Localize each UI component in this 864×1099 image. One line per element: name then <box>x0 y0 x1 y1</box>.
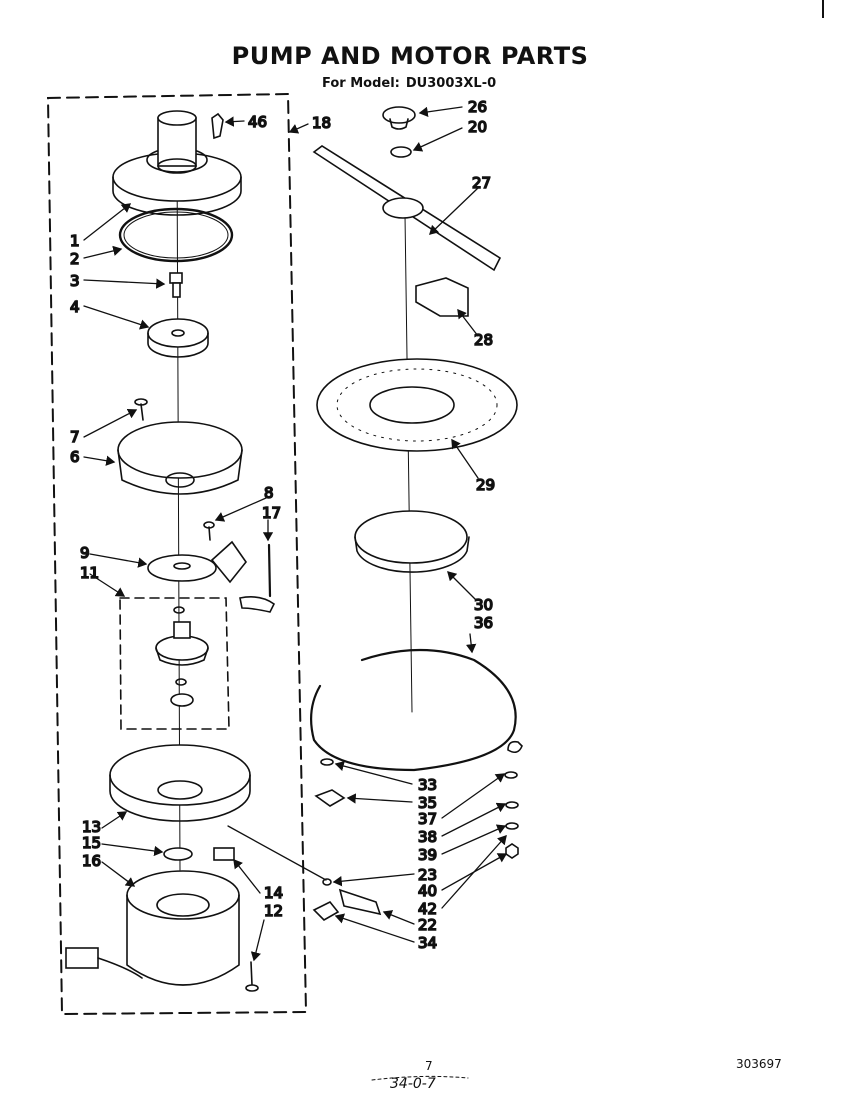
part-46-clip <box>211 112 224 140</box>
callout-20: 20 <box>468 118 487 136</box>
callout-18: 18 <box>312 114 331 132</box>
callout-42: 42 <box>418 900 437 918</box>
callout-13: 13 <box>82 818 101 836</box>
assembly-11-outline <box>119 597 230 730</box>
assembly-18-outline <box>46 92 308 1016</box>
page-number: 7 <box>425 1059 433 1073</box>
part-7-screw <box>134 398 148 421</box>
callout-37: 37 <box>418 810 437 828</box>
fastener-stack-37-42 <box>504 740 523 859</box>
part-14-bracket <box>213 847 235 861</box>
callout-7: 7 <box>70 428 80 446</box>
part-1-pump-cover <box>112 110 242 216</box>
page-title: PUMP AND MOTOR PARTS <box>231 42 589 70</box>
part-11-chopper-assembly <box>155 606 209 707</box>
part-23-o-ring <box>322 878 332 886</box>
corner-mark <box>822 0 824 18</box>
callout-6: 6 <box>70 448 80 466</box>
callout-34: 34 <box>418 934 437 952</box>
callout-23: 23 <box>418 866 437 884</box>
part-22-thermostat <box>338 888 382 916</box>
model-prefix: For Model: <box>322 76 400 91</box>
part-16-motor <box>65 870 240 986</box>
part-28-bracket <box>415 277 469 317</box>
callout-29: 29 <box>476 476 495 494</box>
part-13-motor-mount <box>109 744 251 822</box>
part-12-screw <box>245 961 259 992</box>
part-2-gasket <box>118 207 234 263</box>
part-26-hub-nut <box>382 106 416 130</box>
model-number: DU3003XL-0 <box>405 76 497 91</box>
part-4-impeller <box>147 318 209 358</box>
callout-3: 3 <box>70 272 80 290</box>
part-27-spray-arm <box>312 145 502 272</box>
callout-2: 2 <box>70 250 80 268</box>
callout-36: 36 <box>474 614 493 632</box>
callout-17: 17 <box>262 504 281 522</box>
callout-46: 46 <box>248 113 267 131</box>
callout-4: 4 <box>70 298 80 316</box>
callout-30: 30 <box>474 596 493 614</box>
callout-38: 38 <box>418 828 437 846</box>
callout-35: 35 <box>418 794 437 812</box>
callout-28: 28 <box>474 331 493 349</box>
callout-40: 40 <box>418 882 437 900</box>
callout-11: 11 <box>80 564 99 582</box>
callout-26: 26 <box>468 98 487 116</box>
callout-1: 1 <box>70 232 80 250</box>
callout-15: 15 <box>82 834 101 852</box>
callout-8: 8 <box>264 484 274 502</box>
part-35-clip <box>314 789 346 807</box>
part-17-rod <box>239 543 276 613</box>
part-3-bolt <box>169 272 183 298</box>
part-6-pump-housing <box>117 421 243 495</box>
part-33-washer <box>320 758 334 766</box>
callout-33: 33 <box>418 776 437 794</box>
part-29-filter-screen <box>316 358 518 452</box>
part-9-diaphragm <box>147 540 247 584</box>
handwritten-note: 34-0-7 <box>390 1076 436 1092</box>
part-8-screw <box>203 521 215 541</box>
document-number: 303697 <box>736 1057 782 1071</box>
callout-39: 39 <box>418 846 437 864</box>
callout-16: 16 <box>82 852 101 870</box>
callout-22: 22 <box>418 916 437 934</box>
callout-27: 27 <box>472 174 491 192</box>
part-30-ring <box>354 510 470 573</box>
callout-14: 14 <box>264 884 283 902</box>
callout-9: 9 <box>80 544 90 562</box>
part-20-washer <box>390 146 412 158</box>
part-36-heater-band <box>309 648 517 772</box>
callout-12: 12 <box>264 902 283 920</box>
part-34-clip <box>312 900 340 921</box>
model-subtitle: For Model: DU3003XL-0 <box>322 76 502 91</box>
part-15-seal <box>163 847 193 861</box>
